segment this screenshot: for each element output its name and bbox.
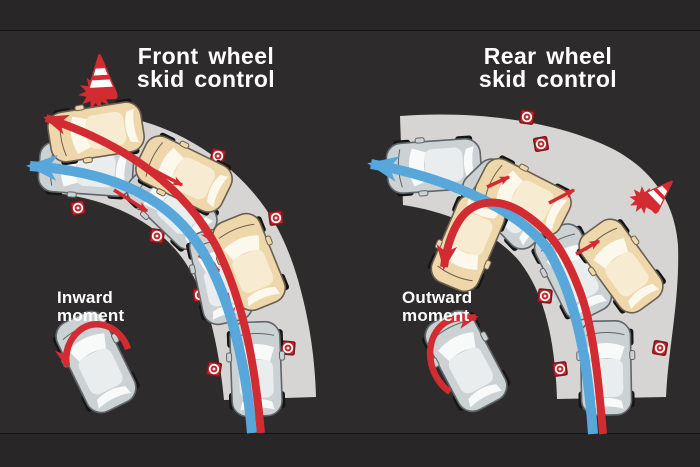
label-outward-moment: Outward moment bbox=[402, 289, 472, 325]
road-reflector-icon bbox=[651, 339, 669, 357]
force-arrow bbox=[575, 239, 601, 256]
moment-arrow bbox=[54, 321, 132, 369]
title-line-2: skid control bbox=[136, 66, 276, 92]
road-reflector-icon bbox=[205, 360, 223, 378]
controlled-path-arrow bbox=[26, 154, 257, 434]
controlled-path-arrow bbox=[367, 156, 598, 435]
road-reflector-icon bbox=[149, 228, 165, 244]
title-line-2: skid control bbox=[478, 66, 618, 92]
force-arrow bbox=[486, 175, 511, 189]
title-line-1: Rear wheel bbox=[483, 43, 613, 69]
panel-title-front: Front wheel skid control bbox=[137, 45, 275, 91]
panel-title-rear: Rear wheel skid control bbox=[479, 45, 617, 91]
moment-line-2: moment bbox=[57, 306, 125, 325]
moment-arrow bbox=[426, 312, 479, 395]
skid-path-arrow bbox=[43, 114, 265, 434]
letterbox-top bbox=[0, 0, 700, 31]
road-reflector-icon bbox=[209, 147, 227, 165]
road-reflector-icon bbox=[552, 361, 568, 377]
road-reflector-icon bbox=[69, 199, 87, 217]
moment-line-1: Inward bbox=[57, 288, 113, 307]
force-arrow bbox=[548, 188, 576, 205]
road-reflector-icon bbox=[268, 210, 284, 226]
road-reflector-icon bbox=[537, 288, 553, 304]
letterbox-bottom bbox=[0, 433, 700, 467]
force-arrow bbox=[113, 188, 149, 213]
moment-line-2: moment bbox=[402, 306, 470, 325]
moment-line-1: Outward bbox=[402, 288, 473, 307]
road-reflector-icon bbox=[532, 135, 550, 153]
title-line-1: Front wheel bbox=[137, 43, 275, 69]
traffic-cone-icon bbox=[85, 54, 118, 101]
skid-path-arrow bbox=[436, 198, 607, 435]
label-inward-moment: Inward moment bbox=[57, 289, 124, 325]
road-reflector-icon bbox=[519, 109, 535, 125]
